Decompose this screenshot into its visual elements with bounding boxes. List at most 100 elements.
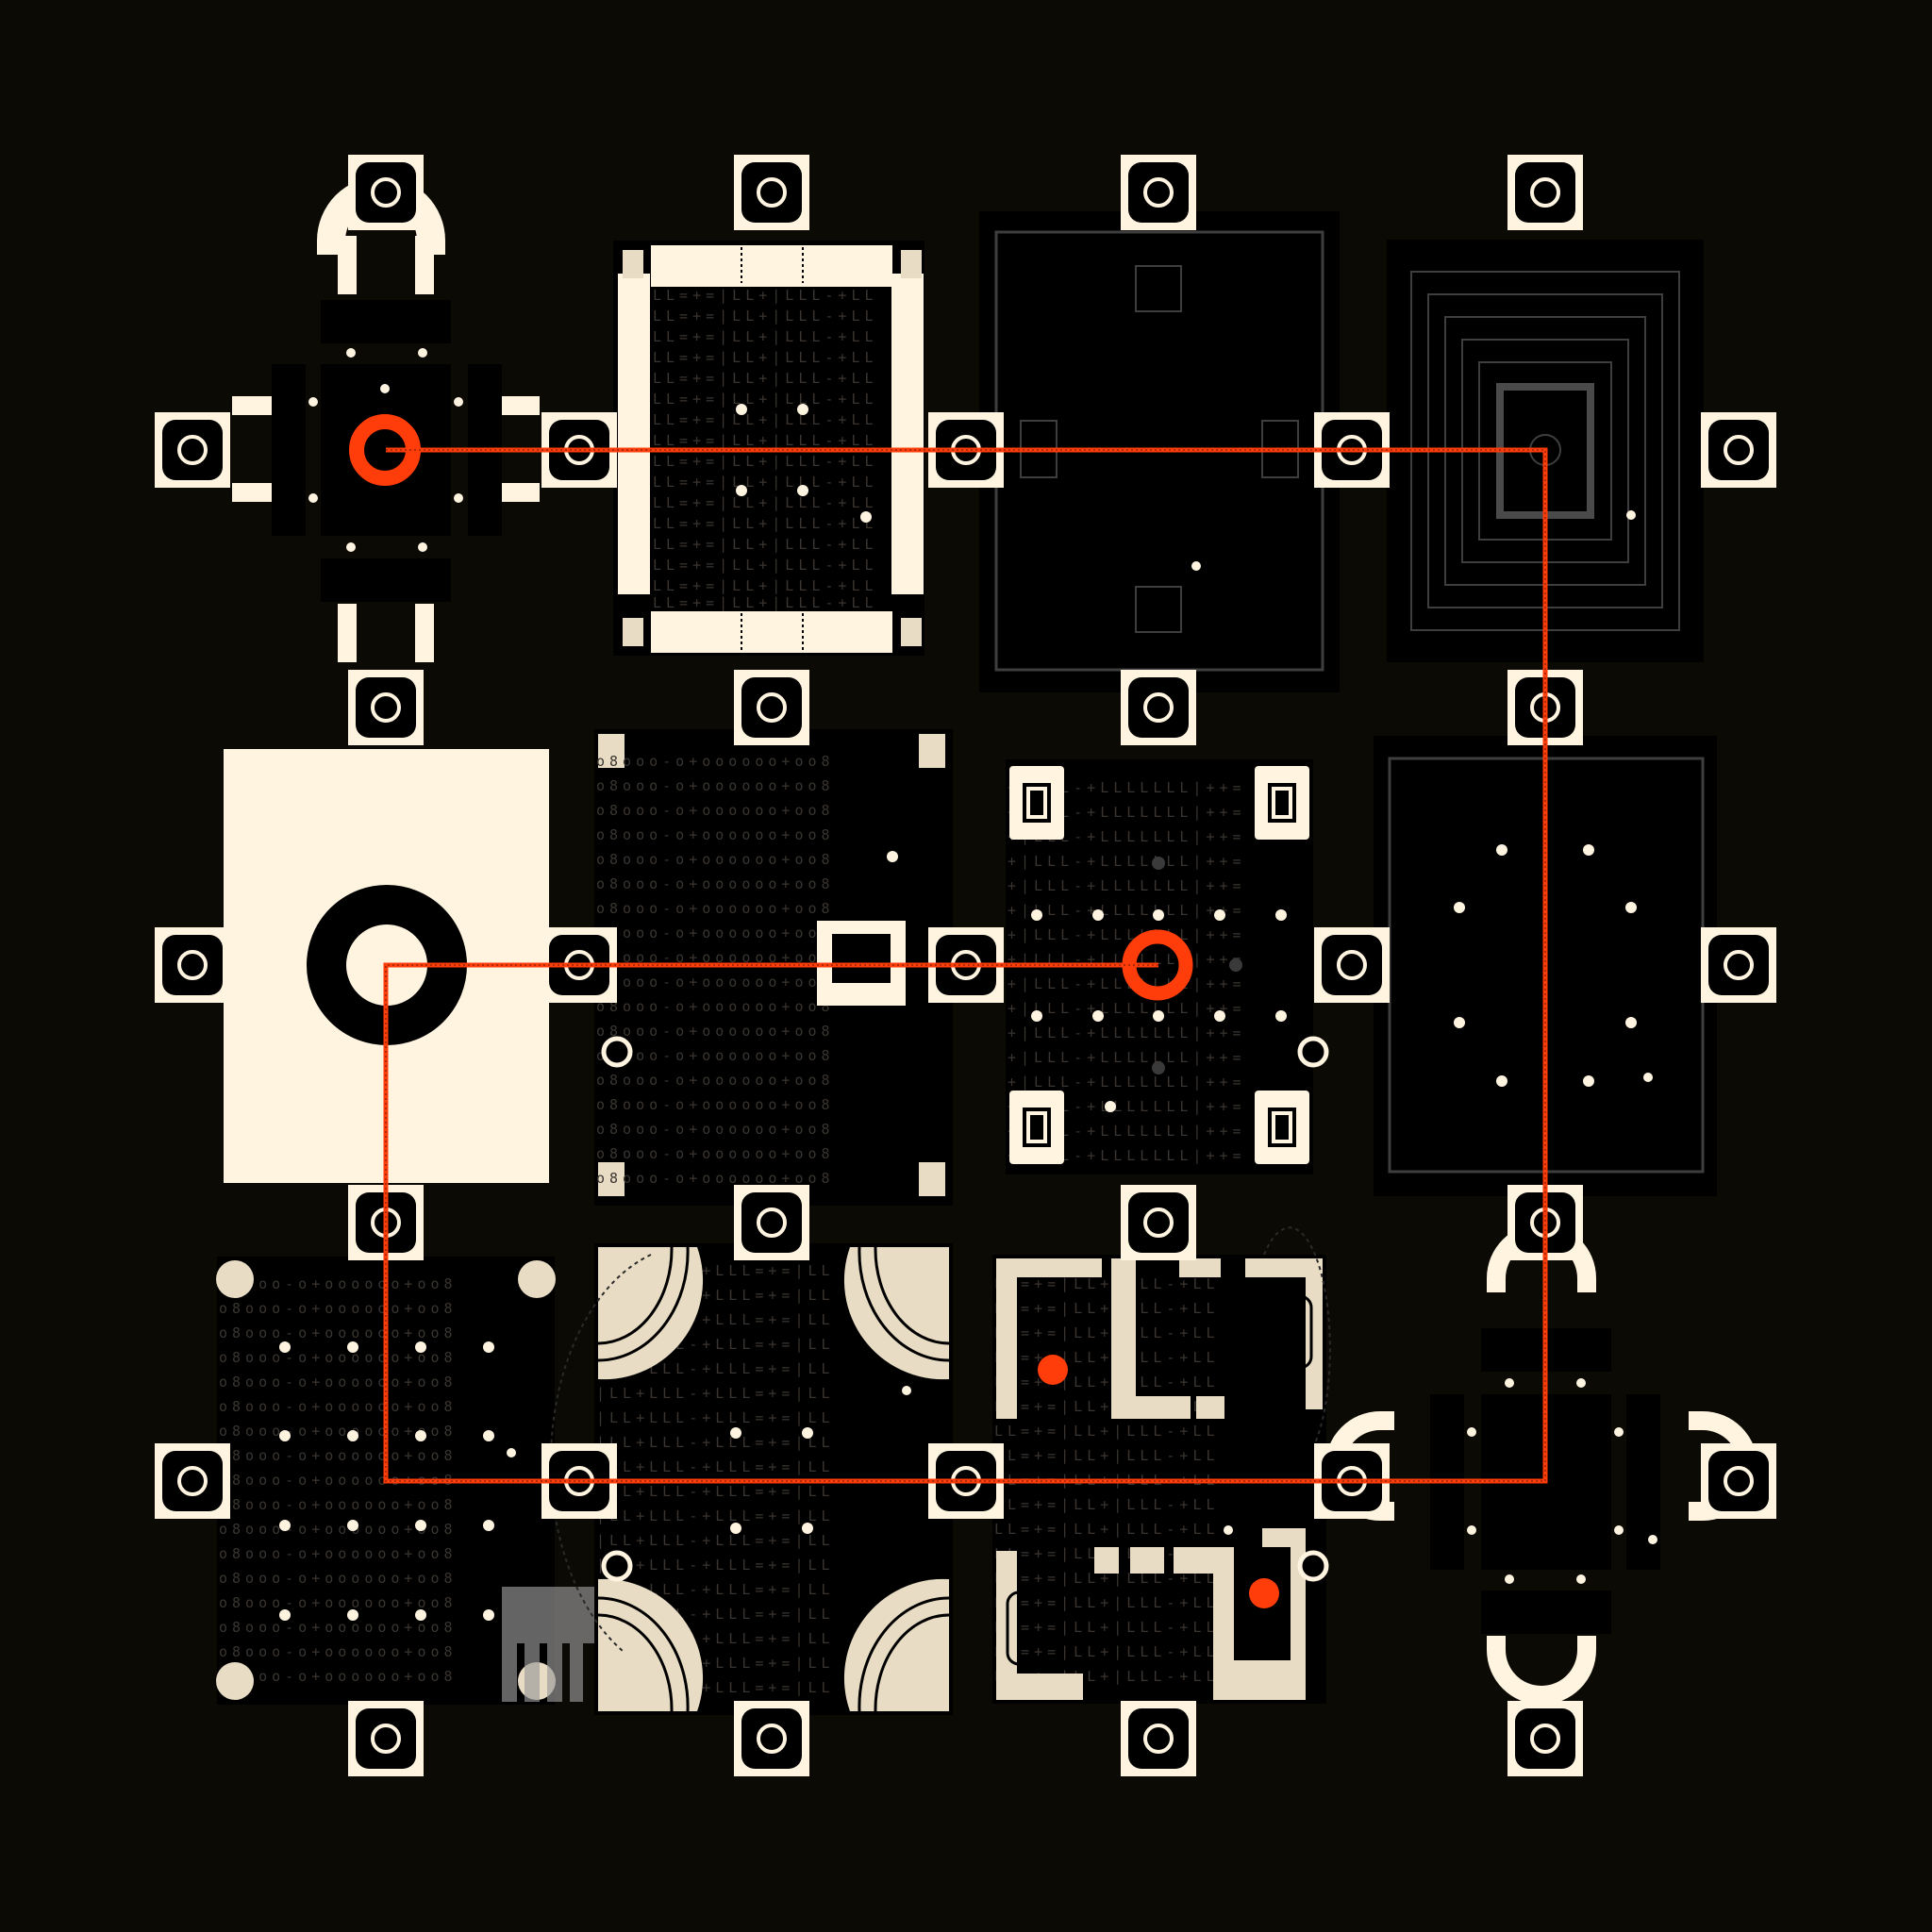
texture-line: LL=+=|LL+|LLL-+LL — [653, 536, 878, 553]
texture-line: LL=+=|LL+|LLL-+LL — [994, 1300, 1220, 1317]
texture-line: +|LLL-+LLLLLLL|++= — [1008, 1147, 1246, 1164]
port-pad-icon — [1506, 153, 1585, 232]
texture-line: LL=+=|LL+|LLL-+LL — [653, 287, 878, 304]
texture-line: LL=+=|LL+|LLL-+LL — [994, 1570, 1220, 1587]
texture-line: LL=+=|LL+|LLL-+LL — [653, 308, 878, 325]
texture-line: o8ooo-o+oooooo+oo8 — [219, 1275, 458, 1292]
texture-line: |LL+LLL-+LLL=+=|LL — [596, 1532, 835, 1549]
port-pad-icon — [153, 1441, 232, 1521]
port-pad-icon — [1119, 1699, 1198, 1778]
texture-line: LL=+=|LL+|LLL-+LL — [994, 1521, 1220, 1538]
texture-line: LL=+=|LL+|LLL-+LL — [994, 1275, 1220, 1292]
texture-line: LL=+=|LL+|LLL-+LL — [653, 515, 878, 532]
texture-line: |LL+LLL-+LLL=+=|LL — [596, 1385, 835, 1402]
texture-line: o8ooo-o+oooooo+oo8 — [219, 1324, 458, 1341]
port-pad-icon — [153, 925, 232, 1005]
texture-line: LL=+=|LL+|LLL-+LL — [994, 1374, 1220, 1391]
texture-line: |LL+LLL-+LLL=+=|LL — [596, 1458, 835, 1475]
port-pad-icon — [732, 668, 811, 747]
texture-line: o8ooo-o+oooooo+oo8 — [596, 924, 835, 941]
port-pad-icon — [732, 1699, 811, 1778]
tile-cream-framed-texture: LL=+=|LL+|LLL-+LL LL=+=|LL+|LLL-+LL LL=+… — [613, 241, 924, 656]
texture-line: o8ooo-o+oooooo+oo8 — [219, 1349, 458, 1366]
texture-line: LL=+=|LL+|LLL-+LL — [994, 1643, 1220, 1660]
port-pad-icon — [732, 1183, 811, 1262]
texture-line: |LL+LLL-+LLL=+=|LL — [596, 1507, 835, 1524]
accent-dot-icon — [1249, 1578, 1279, 1608]
texture-line: LL=+=|LL+|LLL-+LL — [653, 411, 878, 428]
texture-line: o8ooo-o+oooooo+oo8 — [596, 851, 835, 868]
texture-line: LL=+=|LL+|LLL-+LL — [653, 577, 878, 594]
port-pad-icon — [1506, 1699, 1585, 1778]
port-pad-icon — [732, 153, 811, 232]
texture-line: o8ooo-o+oooooo+oo8 — [219, 1570, 458, 1587]
texture-line: o8ooo-o+oooooo+oo8 — [596, 998, 835, 1015]
port-pad-icon — [1699, 1441, 1778, 1521]
texture-line: o8ooo-o+oooooo+oo8 — [219, 1423, 458, 1440]
texture-line: +|LLL-+LLLLLLL|++= — [1008, 779, 1246, 796]
texture-line: +|LLL-+LLLLLLL|++= — [1008, 877, 1246, 894]
texture-line: o8ooo-o+oooooo+oo8 — [219, 1472, 458, 1489]
texture-line: +|LLL-+LLLLLLL|++= — [1008, 828, 1246, 845]
texture-line: +|LLL-+LLLLLLL|++= — [1008, 1074, 1246, 1091]
texture-line: |LL+LLL-+LLL=+=|LL — [596, 1434, 835, 1451]
texture-line: +|LLL-+LLLLLLL|++= — [1008, 1123, 1246, 1140]
accent-dot-icon — [1038, 1355, 1068, 1385]
port-pad-icon — [1119, 1183, 1198, 1262]
texture-line: o8ooo-o+oooooo+oo8 — [219, 1521, 458, 1538]
texture-line: o8ooo-o+oooooo+oo8 — [596, 875, 835, 892]
texture-line: +|LLL-+LLLLLLL|++= — [1008, 804, 1246, 821]
texture-line: |LL+LLL-+LLL=+=|LL — [596, 1557, 835, 1574]
port-pad-icon — [346, 153, 425, 232]
texture-line: LL=+=|LL+|LLL-+LL — [994, 1619, 1220, 1636]
texture-line: o8ooo-o+oooooo+oo8 — [596, 949, 835, 966]
texture-line: +|LLL-+LLLLLLL|++= — [1008, 926, 1246, 943]
texture-line: o8ooo-o+oooooo+oo8 — [596, 1096, 835, 1113]
texture-line: o8ooo-o+oooooo+oo8 — [596, 1047, 835, 1064]
texture-line: o8ooo-o+oooooo+oo8 — [219, 1398, 458, 1415]
texture-line: +|LLL-+LLLLLLL|++= — [1008, 1024, 1246, 1041]
texture-line: o8ooo-o+oooooo+oo8 — [219, 1545, 458, 1562]
texture-line: o8ooo-o+oooooo+oo8 — [596, 1145, 835, 1162]
texture-line: o8ooo-o+oooooo+oo8 — [219, 1300, 458, 1317]
texture-line: o8ooo-o+oooooo+oo8 — [219, 1496, 458, 1513]
texture-line: o8ooo-o+oooooo+oo8 — [596, 826, 835, 843]
port-pad-icon — [153, 410, 232, 490]
texture-line: LL=+=|LL+|LLL-+LL — [994, 1447, 1220, 1464]
texture-line: |LL+LLL-+LLL=+=|LL — [596, 1483, 835, 1500]
texture-line: o8ooo-o+oooooo+oo8 — [596, 1170, 835, 1187]
texture-line: LL=+=|LL+|LLL-+LL — [653, 557, 878, 574]
texture-line: o8ooo-o+oooooo+oo8 — [596, 900, 835, 917]
texture-line: o8ooo-o+oooooo+oo8 — [596, 802, 835, 819]
texture-line: |LL+LLL-+LLL=+=|LL — [596, 1409, 835, 1426]
texture-line: LL=+=|LL+|LLL-+LL — [653, 391, 878, 408]
texture-line: LL=+=|LL+|LLL-+LL — [653, 432, 878, 449]
texture-line: +|LLL-+LLLLLLL|++= — [1008, 1000, 1246, 1017]
texture-line: o8ooo-o+oooooo+oo8 — [596, 753, 835, 770]
texture-line: LL=+=|LL+|LLL-+LL — [653, 474, 878, 491]
texture-line: LL=+=|LL+|LLL-+LL — [994, 1423, 1220, 1440]
tile-cream-maze: LL=+=|LL+|LLL-+LL LL=+=|LL+|LLL-+LL LL=+… — [992, 1226, 1331, 1704]
texture-line: LL=+=|LL+|LLL-+LL — [653, 494, 878, 511]
texture-line: LL=+=|LL+|LLL-+LL — [994, 1496, 1220, 1513]
texture-line: +|LLL-+LLLLLLL|++= — [1008, 853, 1246, 870]
texture-line: o8ooo-o+oooooo+oo8 — [596, 1072, 835, 1089]
texture-line: +|LLL-+LLLLLLL|++= — [1008, 902, 1246, 919]
texture-line: LL=+=|LL+|LLL-+LL — [653, 328, 878, 345]
port-pad-icon — [1119, 153, 1198, 232]
port-pad-icon — [1119, 668, 1198, 747]
port-pad-icon — [1699, 925, 1778, 1005]
texture-line: +|LLL-+LLLLLLL|++= — [1008, 1098, 1246, 1115]
tile-texture-dots-accent: +|LLL-+LLLLLLL|++= +|LLL-+LLLLLLL|++= +|… — [1006, 759, 1329, 1174]
texture-line: LL=+=|LL+|LLL-+LL — [994, 1324, 1220, 1341]
texture-line: o8ooo-o+oooooo+oo8 — [596, 777, 835, 794]
texture-line: o8ooo-o+oooooo+oo8 — [219, 1594, 458, 1611]
texture-line: o8ooo-o+oooooo+oo8 — [596, 1121, 835, 1138]
port-pad-icon — [346, 1699, 425, 1778]
port-pad-icon — [1312, 925, 1391, 1005]
texture-line: LL=+=|LL+|LLL-+LL — [653, 453, 878, 470]
texture-line: o8ooo-o+oooooo+oo8 — [219, 1447, 458, 1464]
port-pad-icon — [346, 668, 425, 747]
texture-line: o8ooo-o+oooooo+oo8 — [219, 1643, 458, 1660]
